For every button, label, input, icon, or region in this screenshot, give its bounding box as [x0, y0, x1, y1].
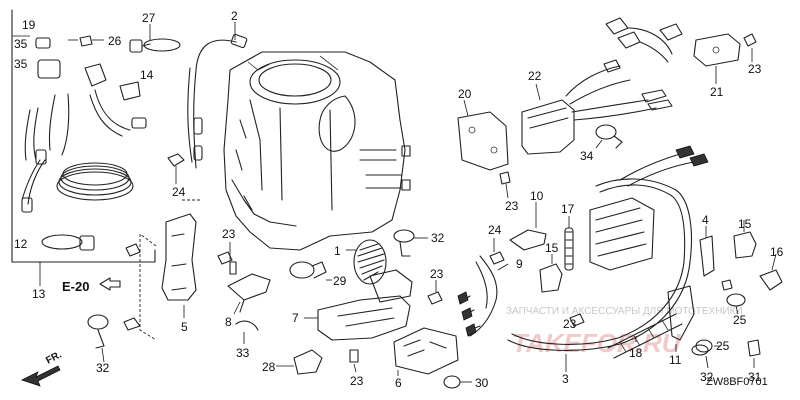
- bracket-5: [139, 199, 200, 341]
- callout-23-left: 23: [222, 227, 236, 241]
- callout-32-left: 32: [96, 361, 110, 375]
- callout-26: 26: [108, 34, 122, 48]
- callout-8: 8: [225, 315, 232, 329]
- ignition-coils: [605, 17, 683, 63]
- callout-10: 10: [530, 189, 544, 203]
- bracket-8: [227, 273, 271, 344]
- callout-23-lower: 23: [563, 317, 577, 331]
- clip-16: [759, 253, 783, 291]
- clip-15-mid: [539, 254, 563, 293]
- spring-17: [564, 216, 574, 271]
- holder-7: [304, 269, 413, 341]
- callout-17: 17: [561, 202, 575, 216]
- reference-e20[interactable]: E-20: [62, 277, 121, 294]
- callout-16: 16: [770, 245, 784, 259]
- callout-35-bottom: 35: [14, 57, 28, 71]
- front-label: FR.: [44, 349, 64, 366]
- engine-block: [223, 51, 411, 251]
- callout-23-bottom: 23: [350, 374, 364, 388]
- harness-group-box: [11, 9, 156, 286]
- callout-7: 7: [292, 311, 299, 325]
- callout-18: 18: [629, 346, 643, 360]
- bracket-21: [693, 33, 757, 84]
- clip-34: [595, 124, 623, 149]
- callout-28: 28: [262, 360, 276, 374]
- callout-22: 22: [528, 69, 542, 83]
- callout-24-mid: 24: [488, 223, 502, 237]
- callout-25-right: 25: [733, 313, 747, 327]
- spring-1: [346, 239, 387, 285]
- tube-18: [607, 313, 683, 359]
- diagram-code: ZW8BF0701: [706, 376, 768, 388]
- callout-9: 9: [516, 257, 523, 271]
- callout-21: 21: [710, 85, 724, 99]
- wire-3: [507, 145, 709, 372]
- callout-2: 2: [231, 9, 238, 23]
- callout-11: 11: [669, 353, 682, 367]
- bracket-4: [699, 226, 733, 291]
- clip-15-right: [733, 220, 757, 259]
- callout-12: 12: [14, 237, 28, 251]
- band-12: [41, 234, 95, 251]
- bolts-23-center: [349, 280, 443, 373]
- callout-23-center: 23: [430, 267, 444, 281]
- callout-15-mid: 15: [545, 241, 559, 255]
- callout-32-top: 32: [431, 231, 445, 245]
- callout-25-left: 25: [716, 339, 730, 353]
- main-harness-cable: [21, 37, 147, 213]
- callout-14: 14: [140, 68, 154, 82]
- bracket-20: [457, 99, 511, 199]
- holder-10: [509, 202, 547, 251]
- reference-e20-label[interactable]: E-20: [62, 279, 89, 294]
- callout-24-left: 24: [172, 185, 186, 199]
- bolt-24-mid: [489, 238, 505, 265]
- callout-15-right: 15: [738, 217, 752, 231]
- front-direction-indicator: FR.: [20, 349, 64, 387]
- screw-31: [747, 339, 761, 368]
- callout-30: 30: [475, 376, 489, 390]
- callout-13: 13: [32, 287, 46, 301]
- holder-28: [276, 349, 323, 375]
- callout-32-right: 32: [700, 370, 714, 384]
- clip-32-right: [691, 344, 709, 369]
- bolt-23-upper: [217, 251, 233, 265]
- regulator-rectifier: [589, 197, 655, 271]
- callout-27: 27: [142, 11, 156, 25]
- callout-34: 34: [580, 149, 594, 163]
- callout-35-top: 35: [14, 37, 28, 51]
- callout-20: 20: [458, 87, 472, 101]
- clip-32-left: [87, 314, 109, 363]
- clip-32-top: [393, 229, 428, 257]
- wire-2: [187, 22, 248, 169]
- callout-23-top-right: 23: [748, 62, 762, 76]
- cdi-unit-22: [521, 59, 673, 155]
- callout-29: 29: [333, 274, 347, 288]
- cap-30: [443, 375, 472, 389]
- wire-9: [457, 255, 509, 337]
- callout-labels: 19 35 35 26 27 14 24 12 13 32 5 2 23 8 3…: [14, 9, 784, 390]
- relay-6: [393, 327, 459, 376]
- callout-31: 31: [748, 370, 762, 384]
- clamp-29: [289, 261, 332, 281]
- bolt-26: [79, 35, 104, 47]
- bolt-23-right: [569, 313, 585, 327]
- callout-23-mid: 23: [505, 199, 519, 213]
- callout-33: 33: [236, 346, 250, 360]
- watermark-tagline: ЗАПЧАСТИ И АКСЕССУАРЫ ДЛЯ МОТОТЕХНИКИ: [506, 306, 743, 317]
- callout-1: 1: [334, 244, 341, 258]
- clamp-27: [129, 24, 181, 53]
- callout-4: 4: [702, 213, 709, 227]
- screw-24-left: [167, 153, 185, 184]
- holder-11: [667, 285, 695, 352]
- callout-6: 6: [395, 376, 402, 390]
- watermark: TAKEFOR.RU ЗАПЧАСТИ И АКСЕССУАРЫ ДЛЯ МОТ…: [506, 306, 743, 358]
- callout-5: 5: [181, 320, 188, 334]
- callout-3: 3: [562, 372, 569, 386]
- callout-19: 19: [22, 18, 36, 32]
- watermark-logo: TAKEFOR.RU: [512, 328, 682, 358]
